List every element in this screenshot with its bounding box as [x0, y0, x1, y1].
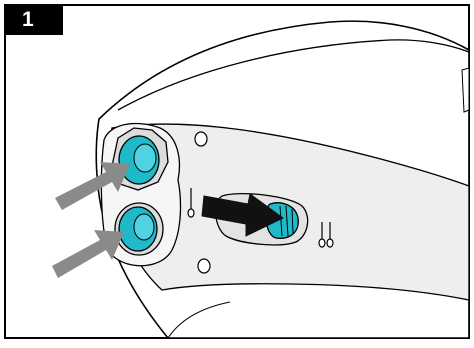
slide-direction-arrow [201, 193, 284, 237]
mounting-hole-top [194, 131, 208, 147]
single-whisk-icon [187, 188, 195, 218]
upper-socket [111, 127, 169, 191]
lower-socket [114, 202, 164, 256]
insert-arrow-lower [52, 230, 124, 278]
insert-arrow-upper [55, 162, 130, 210]
double-whisk-icon [318, 222, 334, 248]
step-number-badge: 1 [5, 5, 63, 35]
housing-lower-edge [167, 301, 231, 339]
mounting-hole-bottom [197, 258, 211, 274]
housing-corner-notch [461, 67, 470, 113]
housing-edge-line [117, 39, 470, 111]
